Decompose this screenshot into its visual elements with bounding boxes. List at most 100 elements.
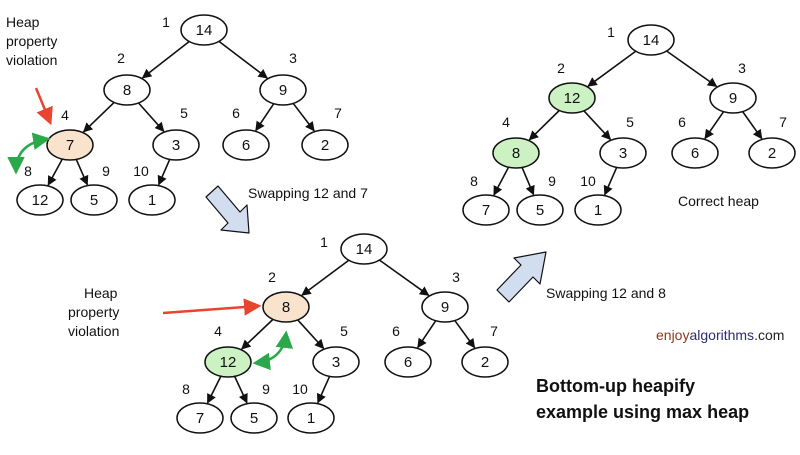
heap-node-index: 6 xyxy=(392,323,400,339)
swap-label-1: Swapping 12 and 7 xyxy=(248,185,368,201)
tree-edge xyxy=(603,167,618,196)
tree-edge xyxy=(47,158,63,186)
heap-node: 82 xyxy=(262,269,310,323)
tree-edge xyxy=(297,319,325,350)
heap-node: 74 xyxy=(46,107,94,161)
tree-edge xyxy=(666,50,718,88)
heap-node-shape xyxy=(627,24,675,56)
heap-node: 78 xyxy=(462,173,510,226)
tree-edge xyxy=(206,375,222,404)
brand-part-algorithms: algorithms xyxy=(689,327,754,343)
tree-edge xyxy=(157,159,171,186)
heap-node: 141 xyxy=(320,233,388,265)
heap-node-index: 3 xyxy=(738,60,746,76)
heap-node-value: 3 xyxy=(619,145,627,162)
heap-node-index: 1 xyxy=(162,14,170,30)
heap-node-index: 3 xyxy=(452,269,460,285)
heap-node: 78 xyxy=(176,381,224,434)
heap-node-value: 3 xyxy=(332,354,340,371)
heap-node-index: 8 xyxy=(182,381,190,397)
heap-node: 27 xyxy=(748,114,796,169)
heap-node: 93 xyxy=(259,50,307,106)
heap-node-value: 12 xyxy=(32,192,49,209)
tree-edge xyxy=(704,111,725,140)
heap-node-index: 9 xyxy=(262,381,270,397)
heap-node-shape xyxy=(709,82,757,114)
tree-edge xyxy=(82,101,115,133)
heap-node-value: 7 xyxy=(482,202,490,219)
heap-node: 66 xyxy=(222,105,270,161)
block-arrow-up xyxy=(496,251,547,303)
heap-node-index: 10 xyxy=(133,163,149,179)
heap-node-index: 8 xyxy=(470,173,478,189)
tree-edge xyxy=(587,50,637,87)
heap-node-shape xyxy=(599,137,647,169)
tree-edge xyxy=(301,259,350,296)
heap-node-shape xyxy=(230,402,278,434)
tree-edge xyxy=(241,318,274,350)
heap-node-shape xyxy=(204,346,252,378)
heap-node-shape xyxy=(301,129,349,161)
heap-node: 59 xyxy=(516,173,564,226)
tree-edge xyxy=(417,320,437,349)
heap-node-shape xyxy=(128,184,176,216)
heap-node-index: 10 xyxy=(292,381,308,397)
heap-node: 14 1 xyxy=(607,24,675,56)
heap-node-shape xyxy=(461,346,509,378)
heap-node: 110 xyxy=(287,381,335,434)
heap-node: 66 xyxy=(384,323,432,378)
heap-node-shape xyxy=(16,184,64,216)
heap-node-value: 5 xyxy=(536,202,544,219)
heap-node-index: 1 xyxy=(607,24,615,40)
heap-node-value: 6 xyxy=(691,145,699,162)
heap-node-shape xyxy=(516,194,564,226)
heap-node: 35 xyxy=(312,323,360,378)
heap-node-value: 12 xyxy=(220,354,237,371)
tree-edge xyxy=(233,376,248,404)
violation-arrow-2 xyxy=(162,298,262,316)
block-arrow-down xyxy=(205,185,250,234)
correct-heap-label: Correct heap xyxy=(678,193,759,209)
heap-node-index: 6 xyxy=(232,105,240,121)
heap-node-value: 1 xyxy=(594,202,602,219)
tree-edge xyxy=(255,103,275,132)
violation-label-2: Heap property violation xyxy=(68,285,123,339)
heap-node: 93 xyxy=(709,60,757,114)
tree-edge xyxy=(454,320,476,349)
heap-node-shape xyxy=(492,137,540,169)
heap-node: 110 xyxy=(574,173,622,226)
heap-node-shape xyxy=(287,402,335,434)
heap-node: 59 xyxy=(230,381,278,434)
swap-arrow-1 xyxy=(7,132,51,175)
heap-node: 84 xyxy=(492,114,540,169)
heap-node-shape xyxy=(421,291,469,323)
tree-edge xyxy=(521,167,535,196)
heap-node: 59 xyxy=(70,163,118,216)
heap-node-shape xyxy=(748,137,796,169)
heap-node-index: 2 xyxy=(268,269,276,285)
heap-node-value: 14 xyxy=(643,32,660,49)
heap-node-value: 5 xyxy=(90,192,98,209)
heap-node-value: 5 xyxy=(250,410,258,427)
diagram-title: Bottom-up heapify example using max heap xyxy=(536,376,749,422)
heap-node-index: 6 xyxy=(678,114,686,130)
violation-label-1: Heap property violation xyxy=(6,14,61,68)
heap-node-value: 6 xyxy=(242,137,250,154)
heap-node-value: 7 xyxy=(66,137,74,154)
heap-node-shape xyxy=(259,74,307,106)
heap-node: 1 10 xyxy=(128,163,176,216)
heap-node-value: 1 xyxy=(148,192,156,209)
heap-node-index: 5 xyxy=(626,114,634,130)
heap-node-shape xyxy=(103,74,151,106)
tree-edge xyxy=(493,166,510,196)
heap-node-value: 6 xyxy=(404,354,412,371)
tree-edge xyxy=(218,40,268,79)
heap-node-shape xyxy=(462,194,510,226)
heap-node-index: 2 xyxy=(117,50,125,66)
heap-node-value: 12 xyxy=(564,90,581,107)
heap-node-shape xyxy=(312,346,360,378)
heap-node: 93 xyxy=(421,269,469,323)
